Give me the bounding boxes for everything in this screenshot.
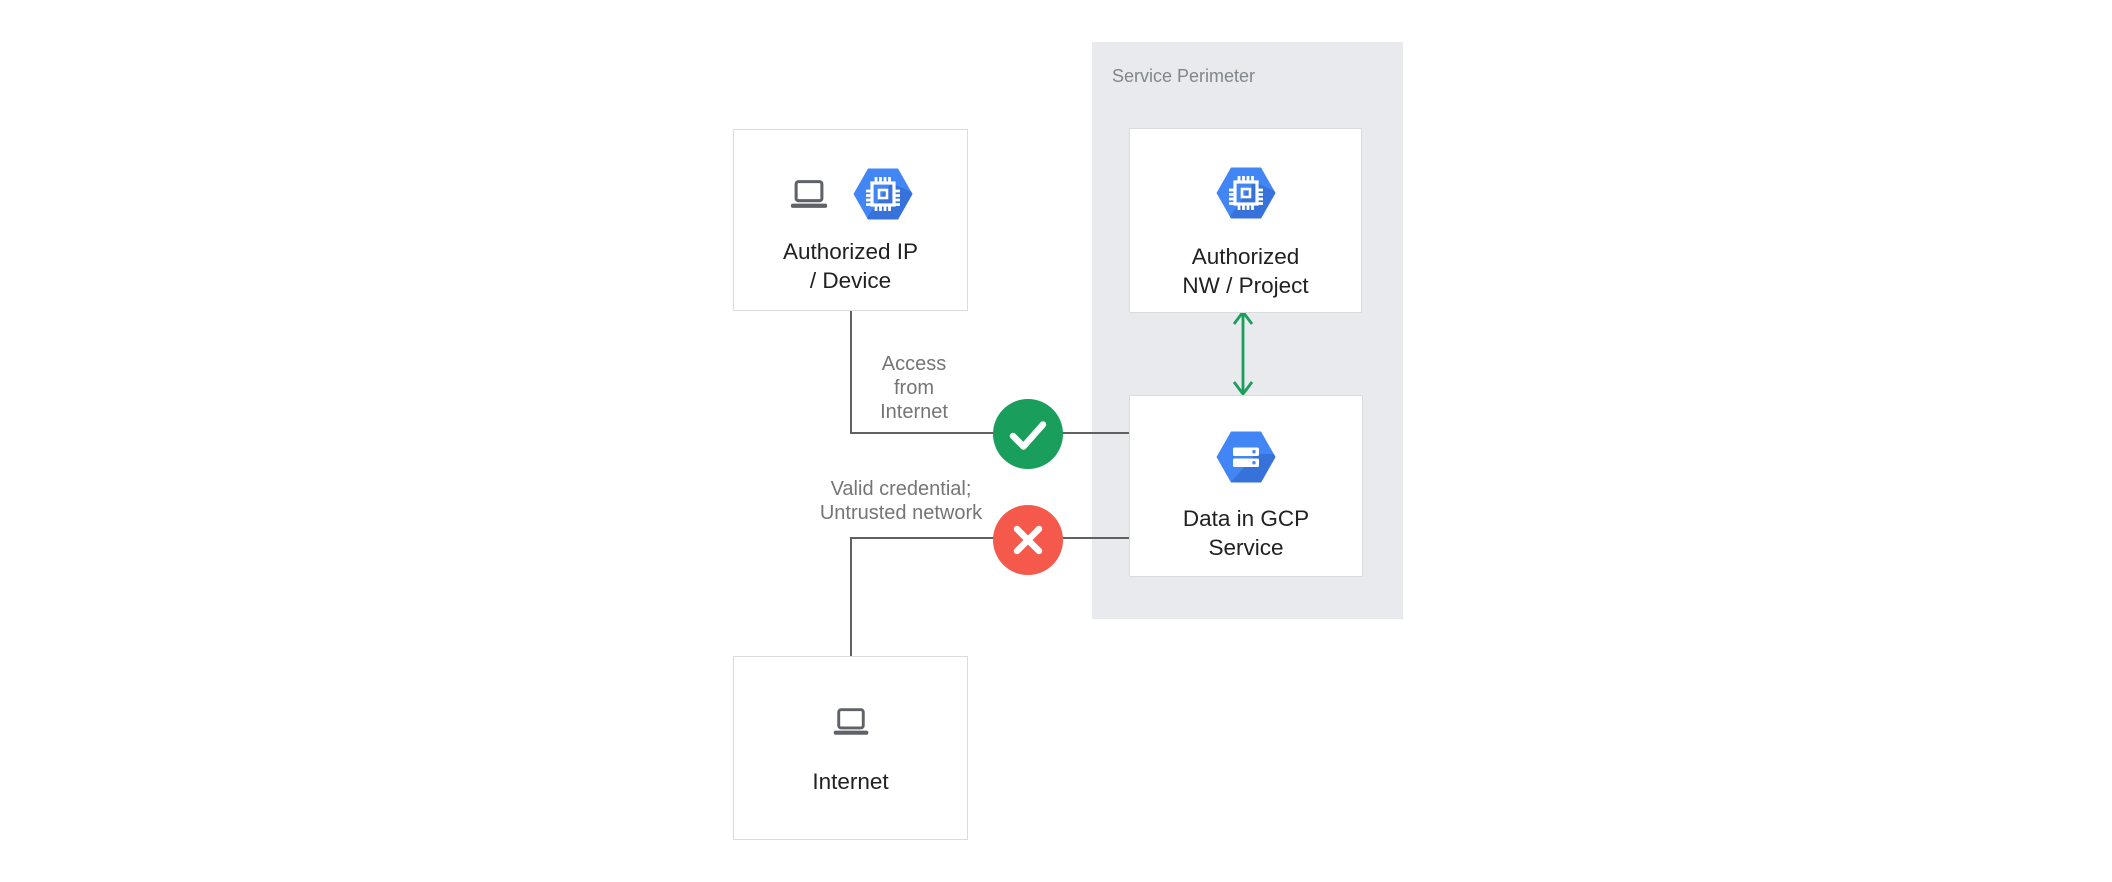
edge-label-valid-credential: Valid credential; Untrusted network (801, 477, 1001, 525)
node-label: Data in GCP Service (1183, 504, 1309, 562)
node-label-line: / Device (809, 268, 892, 293)
bidirectional-arrow-icon (1232, 309, 1254, 397)
node-icons (1215, 430, 1277, 484)
edge-label-access-from-internet: Access from Internet (845, 352, 983, 424)
check-icon (1009, 421, 1047, 450)
node-label-line: Authorized IP (782, 239, 919, 264)
connector-internet-vertical (850, 537, 853, 656)
node-icons (788, 167, 914, 221)
cross-icon (1013, 525, 1043, 555)
edge-label-line: Internet (880, 401, 948, 423)
node-authorized-ip-device: Authorized IP / Device (733, 129, 968, 311)
node-label-line: Internet (812, 769, 889, 794)
node-label: Internet (812, 767, 888, 796)
node-label-line: Data in GCP (1182, 506, 1310, 531)
edge-label-line: from (894, 377, 934, 399)
node-data-in-gcp-service: Data in GCP Service (1129, 395, 1363, 577)
connector-device-vertical (850, 311, 853, 433)
node-icons (831, 707, 871, 737)
status-denied-badge (993, 505, 1063, 575)
node-label-line: Service (1208, 535, 1284, 560)
edge-label-line: Access (881, 353, 947, 375)
node-label-line: Authorized (1191, 244, 1300, 269)
connector-allowed-horizontal (850, 431, 1129, 435)
node-label-line: NW / Project (1182, 273, 1309, 298)
edge-label-line: Valid credential; (830, 478, 972, 500)
node-authorized-nw-project: Authorized NW / Project (1129, 128, 1362, 313)
storage-hexagon-icon (1216, 431, 1276, 483)
node-label: Authorized IP / Device (783, 237, 918, 295)
compute-hexagon-icon (1216, 167, 1275, 219)
laptop-icon (833, 708, 868, 735)
node-label: Authorized NW / Project (1182, 242, 1308, 300)
edge-label-line: Untrusted network (819, 502, 983, 524)
node-icons (1215, 166, 1277, 220)
service-perimeter-label: Service Perimeter (1112, 66, 1256, 86)
connector-denied-horizontal (850, 536, 1129, 539)
status-allowed-badge (993, 399, 1063, 469)
compute-hexagon-icon (853, 168, 912, 220)
laptop-icon (790, 179, 827, 208)
node-internet: Internet (733, 656, 968, 840)
